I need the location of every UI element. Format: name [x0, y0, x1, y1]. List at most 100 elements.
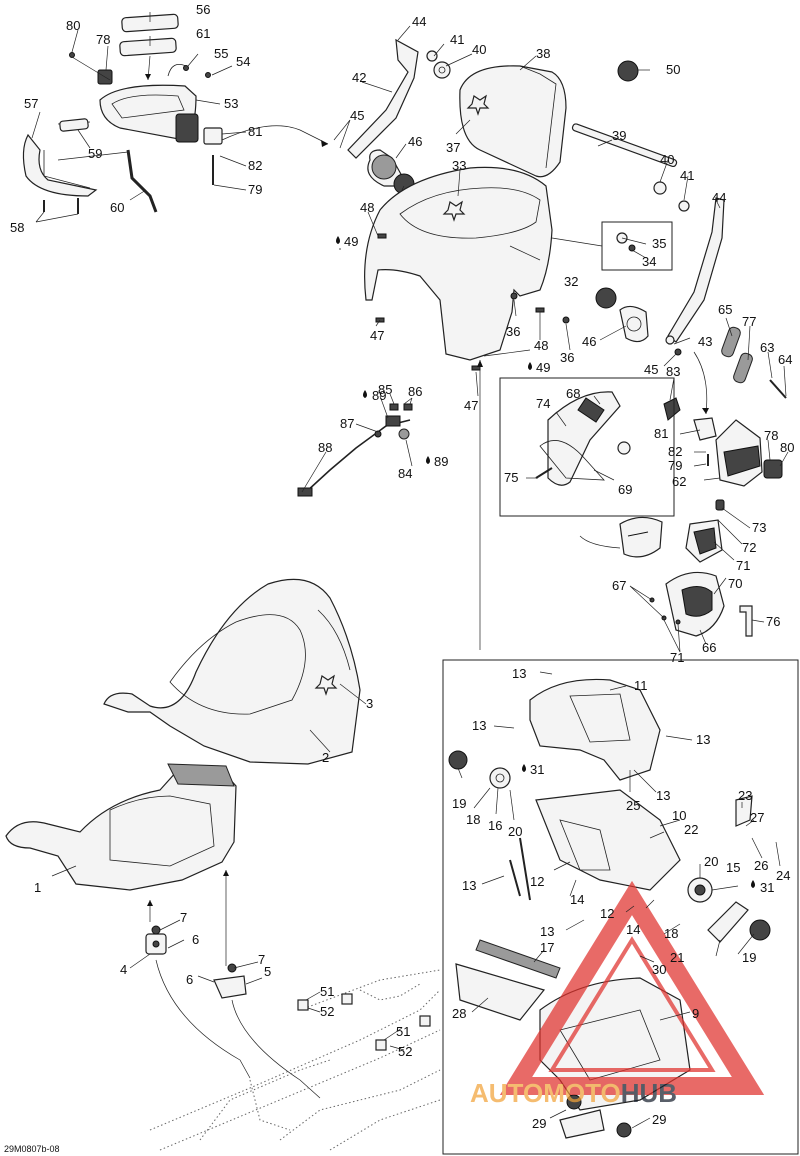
callout-47-right: 47 — [464, 398, 478, 413]
callout-63: 63 — [760, 340, 774, 355]
callout-20-right: 20 — [704, 854, 718, 869]
callout-18-left: 18 — [466, 812, 480, 827]
callout-51-top: 51 — [320, 984, 334, 999]
callout-79-right: 79 — [668, 458, 682, 473]
callout-64: 64 — [778, 352, 792, 367]
callout-46-top: 46 — [408, 134, 422, 149]
callout-7-left: 7 — [180, 910, 187, 925]
callout-33: 33 — [452, 158, 466, 173]
callout-38: 38 — [536, 46, 550, 61]
callout-69: 69 — [618, 482, 632, 497]
left-handle-assembly — [22, 13, 329, 214]
callout-82-left: 82 — [248, 158, 262, 173]
callout-47-left: 47 — [370, 328, 384, 343]
callout-4: 4 — [120, 962, 127, 977]
callout-26: 26 — [754, 858, 768, 873]
callout-49-top: 49 — [344, 234, 358, 249]
callout-61: 61 — [196, 26, 210, 41]
callout-36-right: 36 — [560, 350, 574, 365]
callout-44-right: 44 — [712, 190, 726, 205]
harness-assembly — [297, 403, 413, 497]
callout-18-right: 18 — [664, 926, 678, 941]
callout-68: 68 — [566, 386, 580, 401]
callout-43: 43 — [698, 334, 712, 349]
callout-40-right: 40 — [660, 152, 674, 167]
watermark-logo: AUTOMOTOHUB — [470, 880, 765, 1108]
callout-35: 35 — [652, 236, 666, 251]
callout-12-right: 12 — [600, 906, 614, 921]
callout-10: 10 — [672, 808, 686, 823]
callout-29-left: 29 — [532, 1116, 546, 1131]
callout-32: 32 — [564, 274, 578, 289]
callout-21: 21 — [670, 950, 684, 965]
callout-80-left: 80 — [66, 18, 80, 33]
callout-6-right: 6 — [186, 972, 193, 987]
callout-87: 87 — [340, 416, 354, 431]
callout-14-right: 14 — [626, 922, 640, 937]
callout-67: 67 — [612, 578, 626, 593]
callout-52-bottom: 52 — [398, 1044, 412, 1059]
callout-46-right: 46 — [582, 334, 596, 349]
callout-71-bottom: 71 — [670, 650, 684, 665]
callout-83: 83 — [666, 364, 680, 379]
main-seat-assembly — [5, 578, 361, 1099]
callout-50: 50 — [666, 62, 680, 77]
callout-54: 54 — [236, 54, 250, 69]
callout-41-right: 41 — [680, 168, 694, 183]
callout-13-top: 13 — [512, 666, 526, 681]
callout-81-right: 81 — [654, 426, 668, 441]
callout-85: 85 — [378, 382, 392, 397]
callout-75: 75 — [504, 470, 518, 485]
callout-31-left: 31 — [530, 762, 544, 777]
callout-15: 15 — [726, 860, 740, 875]
callout-11: 11 — [634, 678, 648, 693]
callout-86: 86 — [408, 384, 422, 399]
callout-65: 65 — [718, 302, 732, 317]
callout-79-left: 79 — [248, 182, 262, 197]
backrest-seat-assembly — [339, 38, 725, 650]
callout-30: 30 — [652, 962, 666, 977]
callout-70: 70 — [728, 576, 742, 591]
callout-74: 74 — [536, 396, 550, 411]
callout-48-bottom: 48 — [534, 338, 548, 353]
callout-31-right: 31 — [760, 880, 774, 895]
callout-44-top: 44 — [412, 14, 426, 29]
callout-89-bottom: 89 — [434, 454, 448, 469]
callout-40-top: 40 — [472, 42, 486, 57]
callout-19-right: 19 — [742, 950, 756, 965]
leader-lines — [31, 12, 789, 1129]
callout-28: 28 — [452, 1006, 466, 1021]
callout-52-top: 52 — [320, 1004, 334, 1019]
callout-23: 23 — [738, 788, 752, 803]
backrest-frame-assembly — [442, 659, 799, 1155]
callout-62: 62 — [672, 474, 686, 489]
figure-reference-code: 29M0807b-08 — [4, 1144, 60, 1154]
callout-42: 42 — [352, 70, 366, 85]
callout-25: 25 — [626, 798, 640, 813]
callout-13-left: 13 — [472, 718, 486, 733]
callout-36-left: 36 — [506, 324, 520, 339]
callout-labels: 80 78 56 61 55 54 53 57 59 81 82 79 60 5… — [4, 2, 794, 1154]
callout-88: 88 — [318, 440, 332, 455]
callout-34: 34 — [642, 254, 656, 269]
callout-58: 58 — [10, 220, 24, 235]
callout-48-top: 48 — [360, 200, 374, 215]
callout-19-left: 19 — [452, 796, 466, 811]
callout-84: 84 — [398, 466, 412, 481]
callout-82-right: 82 — [668, 444, 682, 459]
callout-2: 2 — [322, 750, 329, 765]
callout-77: 77 — [742, 314, 756, 329]
callout-49-bottom: 49 — [536, 360, 550, 375]
callout-57: 57 — [24, 96, 38, 111]
watermark-brand: AUTOMOTOHUB — [470, 1078, 677, 1108]
callout-59: 59 — [88, 146, 102, 161]
callout-24: 24 — [776, 868, 790, 883]
chassis-frame — [149, 969, 441, 1151]
callout-78-right: 78 — [764, 428, 778, 443]
callout-80-right: 80 — [780, 440, 794, 455]
callout-55: 55 — [214, 46, 228, 61]
callout-39: 39 — [612, 128, 626, 143]
callout-72: 72 — [742, 540, 756, 555]
callout-6-left: 6 — [192, 932, 199, 947]
